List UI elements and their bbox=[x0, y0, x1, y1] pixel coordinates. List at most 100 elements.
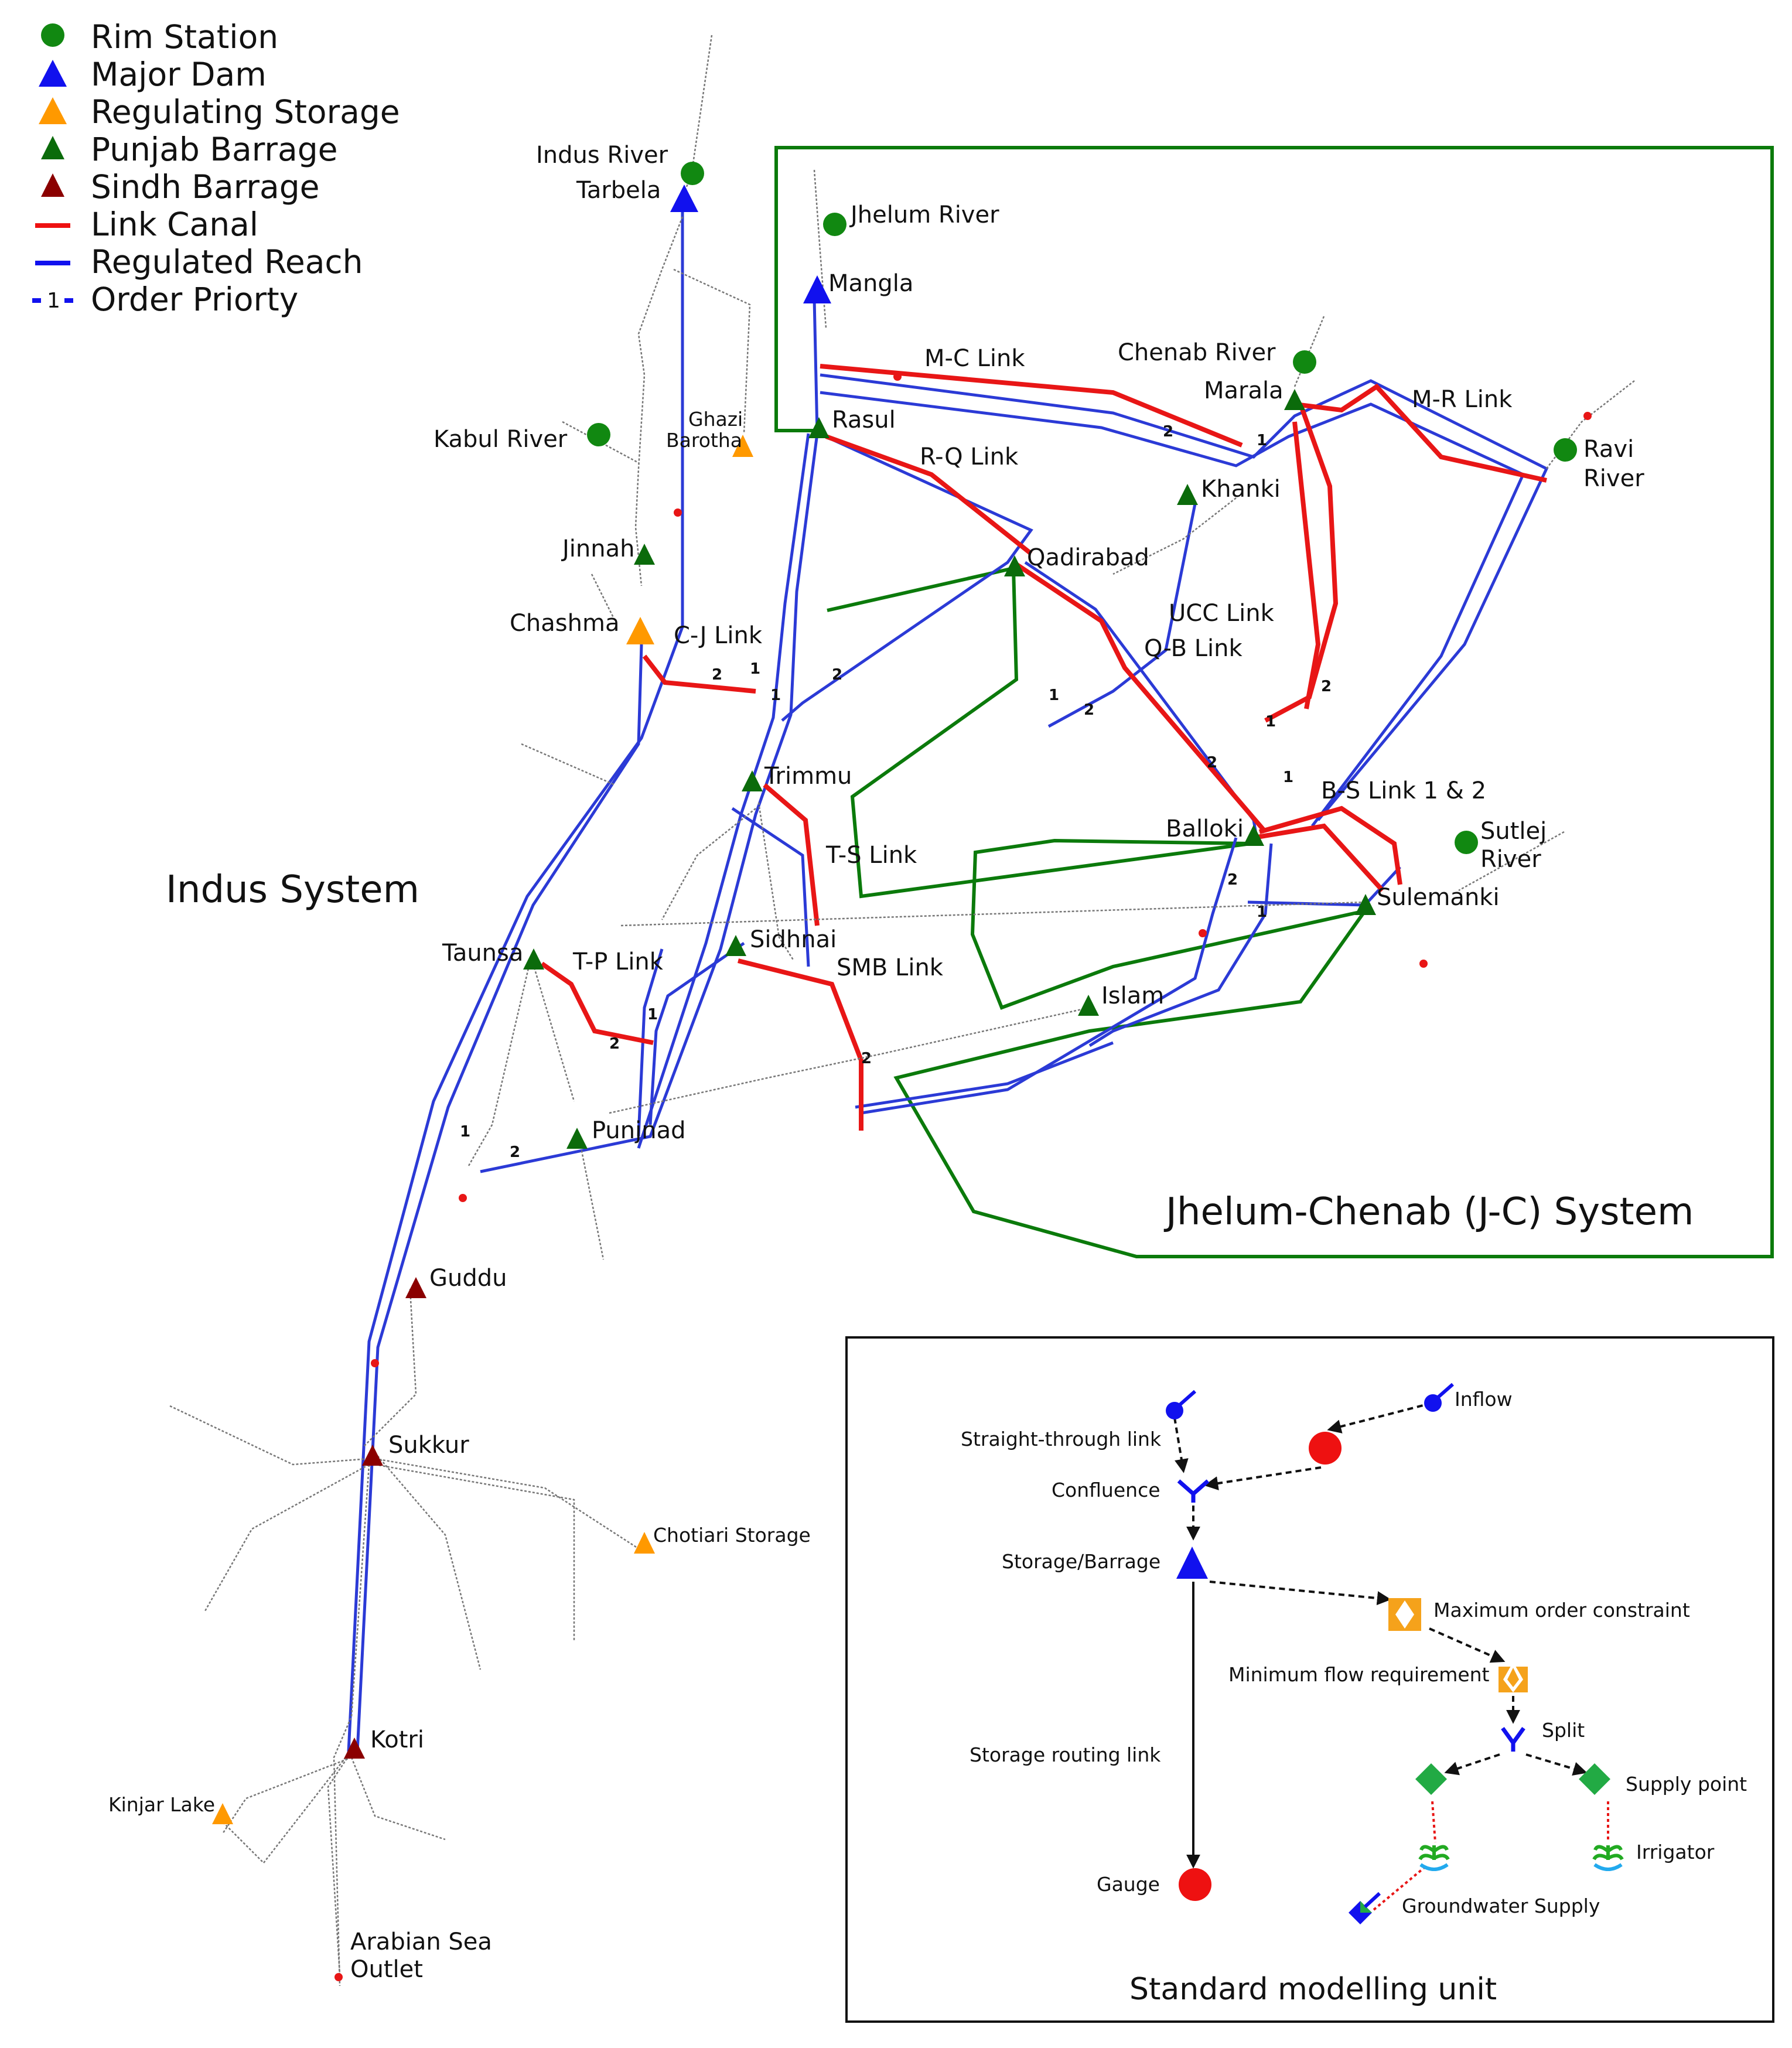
label-sutlej: Sutlej bbox=[1480, 818, 1547, 845]
gauge-icon bbox=[1583, 412, 1592, 420]
storage-chotiari-icon bbox=[634, 1532, 655, 1554]
label-barotha: Barotha bbox=[666, 429, 742, 452]
unit-label-straight-through: Straight-through link bbox=[961, 1428, 1162, 1450]
label-sutlej-river: River bbox=[1480, 846, 1541, 873]
gauge-icon bbox=[1179, 1868, 1211, 1901]
jc-system-title: Jhelum-Chenab (J-C) System bbox=[1163, 1190, 1694, 1234]
rim-station-ravi-icon bbox=[1554, 438, 1577, 462]
legend-label: Punjab Barrage bbox=[91, 131, 337, 168]
barrage-punjnad-icon bbox=[566, 1128, 588, 1149]
label-jhelum-river: Jhelum River bbox=[849, 202, 999, 228]
red-gauge-node-icon bbox=[1309, 1432, 1342, 1465]
storage-ghazi-barotha-icon bbox=[732, 435, 753, 457]
unit-label-gauge: Gauge bbox=[1097, 1873, 1160, 1896]
unit-label-max-order: Maximum order constraint bbox=[1433, 1599, 1690, 1622]
barrage-sulemanki-icon bbox=[1355, 894, 1376, 915]
unit-label-routing: Storage routing link bbox=[970, 1743, 1161, 1766]
split-icon bbox=[1501, 1726, 1525, 1752]
supply-point-icon bbox=[1415, 1763, 1447, 1795]
label-chotiari-storage: Chotiari Storage bbox=[653, 1524, 811, 1547]
label-cj-link: C-J Link bbox=[674, 622, 763, 649]
jc-boundary bbox=[774, 146, 1774, 1258]
legend-label: Sindh Barrage bbox=[91, 168, 319, 206]
groundwater-supply-icon bbox=[1349, 1892, 1381, 1924]
priority-marker: 1 bbox=[1283, 769, 1293, 786]
label-punjnad: Punjnad bbox=[592, 1117, 686, 1144]
legend-rim-station-icon bbox=[41, 23, 64, 47]
min-flow-icon bbox=[1499, 1662, 1528, 1692]
unit-label-irrigator: Irrigator bbox=[1636, 1841, 1715, 1863]
priority-marker: 2 bbox=[832, 666, 842, 684]
storage-kinjar-icon bbox=[212, 1803, 233, 1824]
priority-marker: 2 bbox=[1227, 871, 1238, 889]
unit-label-groundwater: Groundwater Supply bbox=[1402, 1895, 1600, 1917]
label-jinnah: Jinnah bbox=[561, 535, 634, 562]
legend-label: Regulating Storage bbox=[91, 93, 400, 131]
rim-stations bbox=[587, 162, 1577, 854]
label-ravi: Ravi bbox=[1583, 436, 1634, 463]
label-mangla: Mangla bbox=[828, 270, 913, 297]
priority-marker: 2 bbox=[1207, 754, 1217, 772]
legend-punjab-barrage-icon bbox=[41, 136, 64, 159]
priority-marker: 1 bbox=[647, 1006, 658, 1023]
label-rq-link: R-Q Link bbox=[920, 443, 1019, 470]
supply-point-icon bbox=[1579, 1763, 1610, 1795]
barrage-sidhnai-icon bbox=[725, 935, 746, 956]
gauge-icon bbox=[1419, 960, 1428, 968]
gauge-icon bbox=[674, 508, 682, 517]
rim-station-kabul-icon bbox=[587, 423, 610, 446]
label-guddu: Guddu bbox=[429, 1265, 507, 1292]
sindh-barrages bbox=[344, 1277, 426, 1759]
unit-box-title: Standard modelling unit bbox=[1129, 1972, 1497, 2007]
link-canals bbox=[540, 364, 1547, 1131]
unit-label-inflow: Inflow bbox=[1455, 1388, 1513, 1411]
order-priority-markers: 2 1 1 2 2 1 1 2 2 1 1 2 2 1 2 1 1 2 2 bbox=[460, 423, 1332, 1161]
label-marala: Marala bbox=[1204, 377, 1284, 404]
label-rasul: Rasul bbox=[832, 407, 896, 434]
unit-label-split: Split bbox=[1542, 1719, 1585, 1742]
gauge-icon bbox=[459, 1194, 467, 1202]
unit-label-supply-point: Supply point bbox=[1626, 1773, 1747, 1796]
label-sukkur: Sukkur bbox=[388, 1432, 469, 1459]
legend-label: Rim Station bbox=[91, 18, 278, 56]
priority-marker: 2 bbox=[609, 1035, 620, 1053]
priority-marker: 2 bbox=[861, 1050, 872, 1067]
label-mc-link: M-C Link bbox=[924, 345, 1025, 372]
label-smb-link: SMB Link bbox=[837, 954, 944, 981]
gauge-icon bbox=[893, 373, 902, 381]
label-kotri: Kotri bbox=[370, 1726, 424, 1753]
priority-marker: 1 bbox=[750, 660, 760, 678]
storage-chashma-icon bbox=[626, 617, 654, 644]
node-labels: Indus River Tarbela Jhelum River Mangla … bbox=[108, 142, 1644, 1983]
label-qb-link: Q-B Link bbox=[1144, 635, 1243, 662]
punjab-barrages bbox=[523, 389, 1376, 1149]
priority-marker: 2 bbox=[1321, 678, 1332, 695]
priority-marker: 2 bbox=[1163, 423, 1173, 441]
legend-label: Major Dam bbox=[91, 56, 267, 93]
dam-tarbela-icon bbox=[670, 185, 698, 212]
dam-mangla-icon bbox=[803, 275, 831, 303]
label-chenab-river: Chenab River bbox=[1118, 339, 1276, 366]
unit-label-min-flow: Minimum flow requirement bbox=[1228, 1663, 1490, 1686]
label-outlet: Outlet bbox=[350, 1956, 423, 1983]
gauges bbox=[334, 373, 1592, 1981]
major-dams bbox=[670, 185, 831, 303]
rim-station-chenab-icon bbox=[1293, 350, 1316, 374]
gauge-icon bbox=[1199, 929, 1207, 937]
barrage-qadirabad-icon bbox=[1004, 555, 1025, 576]
barrage-taunsa-icon bbox=[523, 948, 544, 970]
outlet-gauge-icon bbox=[334, 1973, 343, 1981]
priority-marker: 1 bbox=[1257, 432, 1267, 449]
confluence-icon bbox=[1177, 1479, 1210, 1503]
irrigator-icon bbox=[1418, 1845, 1450, 1871]
label-ts-link: T-S Link bbox=[825, 842, 917, 869]
unit-label-confluence: Confluence bbox=[1052, 1479, 1160, 1501]
barrage-jinnah-icon bbox=[634, 544, 655, 565]
label-tp-link: T-P Link bbox=[572, 948, 664, 975]
label-kabul-river: Kabul River bbox=[434, 426, 568, 453]
priority-marker: 1 bbox=[1265, 713, 1276, 731]
label-chashma: Chashma bbox=[510, 610, 619, 637]
modelling-unit-box: Inflow Straight-through link Confluence … bbox=[845, 1336, 1774, 2023]
barrage-marala-icon bbox=[1284, 389, 1305, 410]
label-qadirabad: Qadirabad bbox=[1027, 544, 1149, 571]
